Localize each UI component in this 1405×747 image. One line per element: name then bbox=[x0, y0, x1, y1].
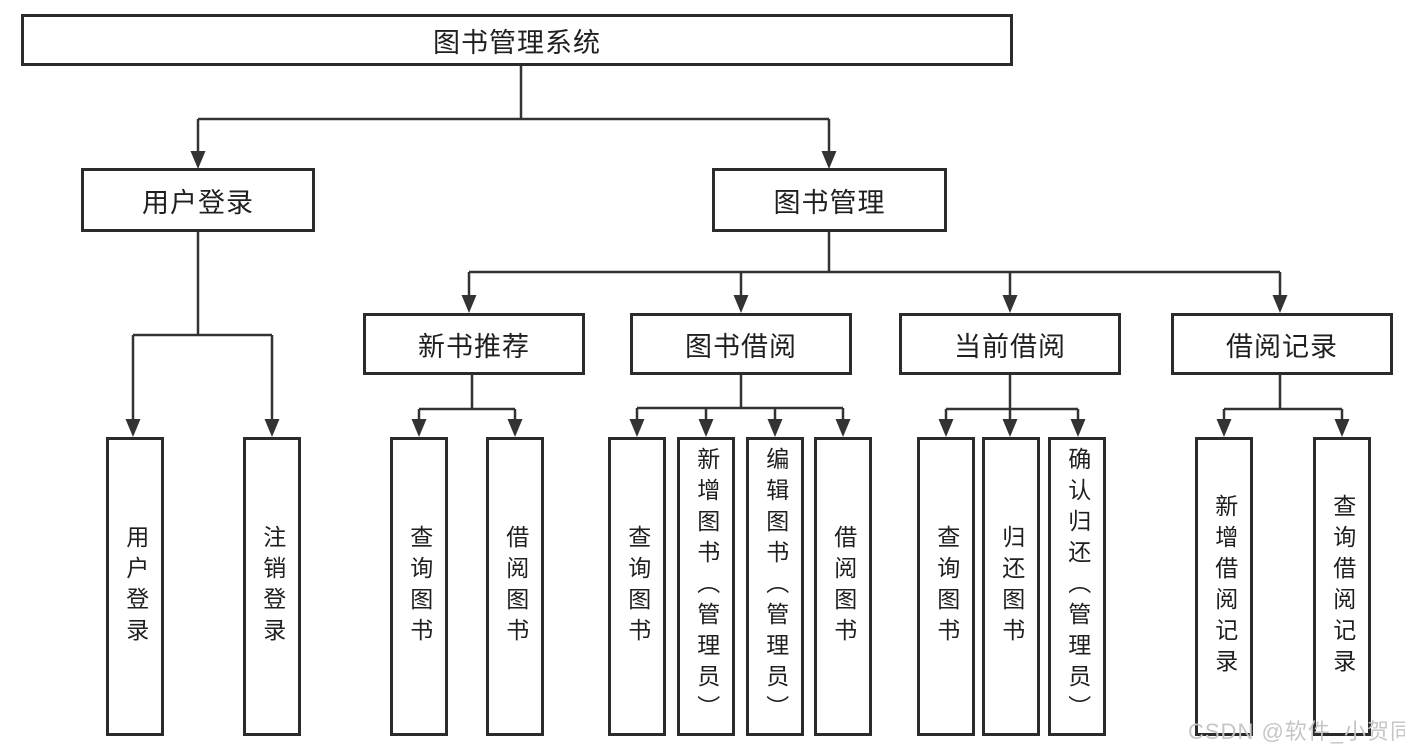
leaf-recommend-query-books-label: 查询图书 bbox=[406, 524, 433, 649]
node-borrowing-records-label: 借阅记录 bbox=[1226, 331, 1338, 362]
leaf-current-query-books-label: 查询图书 bbox=[933, 524, 960, 649]
leaf-borrow-books: 借阅图书 bbox=[814, 437, 872, 736]
leaf-recommend-query-books: 查询图书 bbox=[390, 437, 448, 736]
leaf-logout-label: 注销登录 bbox=[259, 524, 286, 649]
leaf-user-login: 用户登录 bbox=[106, 437, 164, 736]
node-user-login: 用户登录 bbox=[81, 168, 315, 232]
leaf-logout: 注销登录 bbox=[243, 437, 301, 736]
csdn-watermark: CSDN @软件_小贺同学 bbox=[1188, 719, 1405, 744]
leaf-borrowing-query-books-label: 查询图书 bbox=[624, 524, 651, 649]
node-new-book-recommend: 新书推荐 bbox=[363, 313, 585, 375]
leaf-borrowing-query-books: 查询图书 bbox=[608, 437, 666, 736]
node-new-book-recommend-label: 新书推荐 bbox=[418, 331, 530, 362]
leaf-current-query-books: 查询图书 bbox=[917, 437, 975, 736]
leaf-confirm-return-admin-label: 确认归还（管理员） bbox=[1064, 447, 1091, 726]
leaf-query-borrow-record: 查询借阅记录 bbox=[1313, 437, 1371, 736]
leaf-query-borrow-record-label: 查询借阅记录 bbox=[1329, 493, 1356, 680]
leaf-confirm-return-admin: 确认归还（管理员） bbox=[1048, 437, 1106, 736]
node-book-management: 图书管理 bbox=[712, 168, 947, 232]
node-book-borrowing-label: 图书借阅 bbox=[685, 331, 797, 362]
node-root-label: 图书管理系统 bbox=[433, 27, 601, 58]
node-book-management-label: 图书管理 bbox=[773, 187, 886, 218]
leaf-user-login-label: 用户登录 bbox=[122, 524, 149, 649]
node-current-borrowing-label: 当前借阅 bbox=[954, 331, 1066, 362]
leaf-edit-books-admin: 编辑图书（管理员） bbox=[746, 437, 804, 736]
leaf-add-books-admin: 新增图书（管理员） bbox=[677, 437, 735, 736]
leaf-add-borrow-record: 新增借阅记录 bbox=[1195, 437, 1253, 736]
node-user-login-label: 用户登录 bbox=[142, 187, 254, 218]
leaf-return-books: 归还图书 bbox=[982, 437, 1040, 736]
node-borrowing-records: 借阅记录 bbox=[1171, 313, 1393, 375]
node-root: 图书管理系统 bbox=[21, 14, 1013, 66]
leaf-return-books-label: 归还图书 bbox=[998, 524, 1025, 649]
node-current-borrowing: 当前借阅 bbox=[899, 313, 1121, 375]
leaf-recommend-borrow-books-label: 借阅图书 bbox=[502, 524, 529, 649]
node-book-borrowing: 图书借阅 bbox=[630, 313, 852, 375]
leaf-edit-books-admin-label: 编辑图书（管理员） bbox=[762, 447, 789, 726]
leaf-add-books-admin-label: 新增图书（管理员） bbox=[693, 447, 720, 726]
leaf-borrow-books-label: 借阅图书 bbox=[830, 524, 857, 649]
leaf-recommend-borrow-books: 借阅图书 bbox=[486, 437, 544, 736]
leaf-add-borrow-record-label: 新增借阅记录 bbox=[1211, 493, 1238, 680]
